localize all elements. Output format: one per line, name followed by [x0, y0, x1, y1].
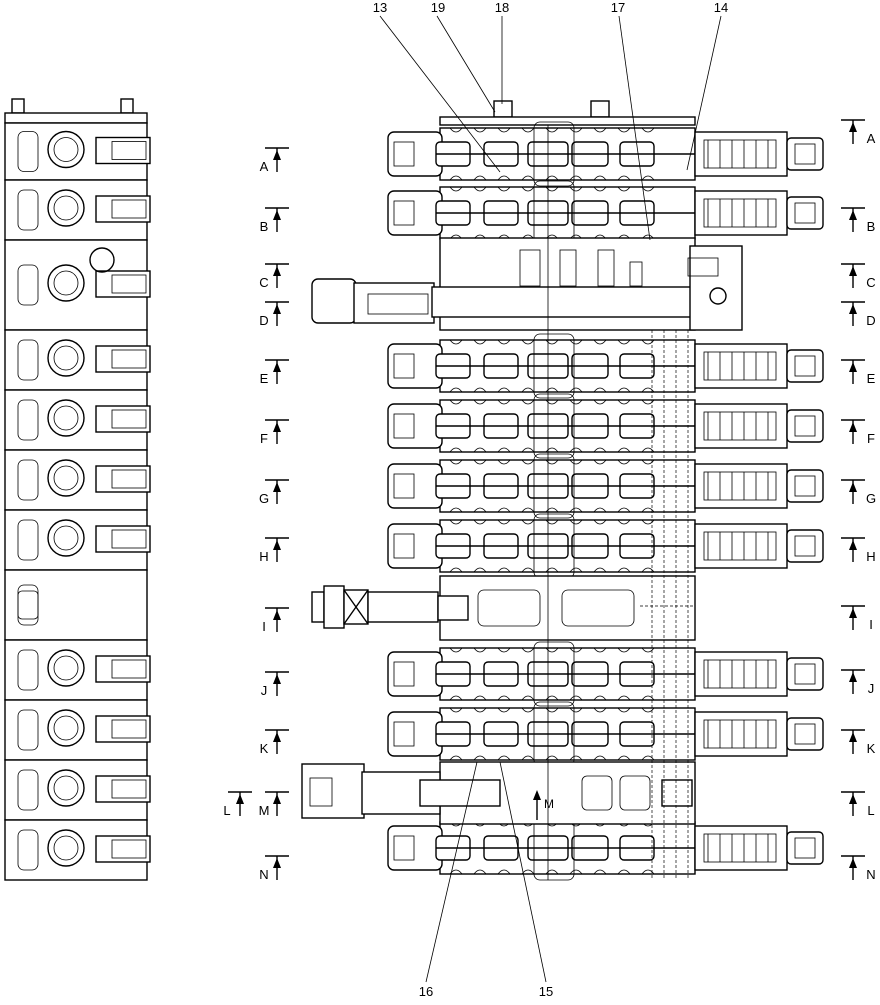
side-slice [4, 759, 151, 821]
section-marker-d: D [841, 301, 876, 328]
svg-text:E: E [867, 371, 876, 386]
section-marker-i: I [841, 605, 873, 632]
svg-text:M: M [544, 797, 554, 811]
side-slice [4, 639, 151, 701]
section-marker-j: J [261, 671, 289, 698]
spool-row [387, 641, 824, 707]
spool-row [387, 701, 824, 767]
svg-text:K: K [867, 741, 876, 756]
slice-i [311, 575, 696, 641]
section-marker-b: B [260, 207, 289, 234]
section-markers-left: A B C D E F G H I J K L M N [223, 147, 289, 882]
section-marker-m: M [259, 791, 289, 818]
spool-row [387, 815, 824, 881]
section-marker-g: G [259, 479, 289, 506]
callout-16: 16 [419, 984, 433, 999]
svg-text:N: N [866, 867, 875, 882]
section-marker-n: N [259, 855, 289, 882]
section-markers-right: A B C D E F G H I J K L N [841, 119, 876, 882]
svg-text:C: C [866, 275, 875, 290]
section-marker-c: C [259, 263, 289, 290]
side-slice [4, 699, 151, 761]
side-slice [4, 329, 151, 391]
spool-row [387, 513, 824, 579]
callout-19: 19 [431, 0, 445, 15]
section-marker-g: G [841, 479, 876, 506]
side-slice [4, 239, 151, 331]
side-slice [4, 122, 151, 181]
callout-13: 13 [373, 0, 387, 15]
svg-text:K: K [260, 741, 269, 756]
spool-row [387, 453, 824, 519]
side-slice [4, 179, 151, 241]
section-marker-j: J [841, 669, 875, 696]
side-slice [4, 389, 151, 451]
section-marker-h: H [259, 537, 289, 564]
section-marker-b: B [841, 207, 876, 234]
section-marker-a: A [841, 119, 876, 146]
svg-text:A: A [867, 131, 876, 146]
svg-text:G: G [866, 491, 876, 506]
side-view [4, 98, 151, 881]
svg-text:A: A [260, 159, 269, 174]
section-marker-e: E [260, 359, 289, 386]
svg-text:F: F [260, 431, 268, 446]
svg-text:D: D [259, 313, 268, 328]
side-port-circle [89, 247, 115, 273]
section-marker-n: N [841, 855, 876, 882]
section-marker-k: K [841, 729, 876, 756]
svg-text:I: I [869, 617, 873, 632]
svg-text:H: H [866, 549, 875, 564]
svg-text:F: F [867, 431, 875, 446]
section-marker-a: A [260, 147, 289, 174]
callout-14: 14 [714, 0, 728, 15]
svg-text:I: I [262, 619, 266, 634]
section-marker-k: K [260, 729, 289, 756]
section-marker-h: H [841, 537, 876, 564]
callout-15: 15 [539, 984, 553, 999]
callout-17: 17 [611, 0, 625, 15]
svg-text:B: B [260, 219, 269, 234]
side-slice [4, 569, 148, 641]
side-slice [4, 449, 151, 511]
side-slice [4, 819, 151, 881]
section-marker-f: F [841, 419, 875, 446]
spool-row [387, 180, 824, 246]
svg-text:M: M [259, 803, 270, 818]
section-marker-c: C [841, 263, 876, 290]
main-view [301, 100, 824, 881]
slice-cd [311, 237, 743, 331]
slice-lm [301, 761, 696, 825]
spool-row [387, 121, 824, 187]
callout-18: 18 [495, 0, 509, 15]
svg-text:E: E [260, 371, 269, 386]
svg-text:B: B [867, 219, 876, 234]
spool-row [387, 333, 824, 399]
section-marker-l: L [223, 791, 252, 818]
svg-text:L: L [223, 803, 230, 818]
svg-text:J: J [868, 681, 875, 696]
svg-text:L: L [867, 803, 874, 818]
svg-text:D: D [866, 313, 875, 328]
svg-text:J: J [261, 683, 268, 698]
section-marker-e: E [841, 359, 876, 386]
spool-row [387, 393, 824, 459]
callout-leaders [379, 15, 722, 983]
section-marker-i: I [262, 607, 289, 634]
section-marker-inner-m: M [533, 790, 554, 820]
svg-text:N: N [259, 867, 268, 882]
section-marker-f: F [260, 419, 289, 446]
section-marker-d: D [259, 301, 289, 328]
side-slice [4, 509, 151, 571]
section-marker-l: L [841, 791, 875, 818]
svg-text:C: C [259, 275, 268, 290]
svg-text:H: H [259, 549, 268, 564]
svg-text:G: G [259, 491, 269, 506]
